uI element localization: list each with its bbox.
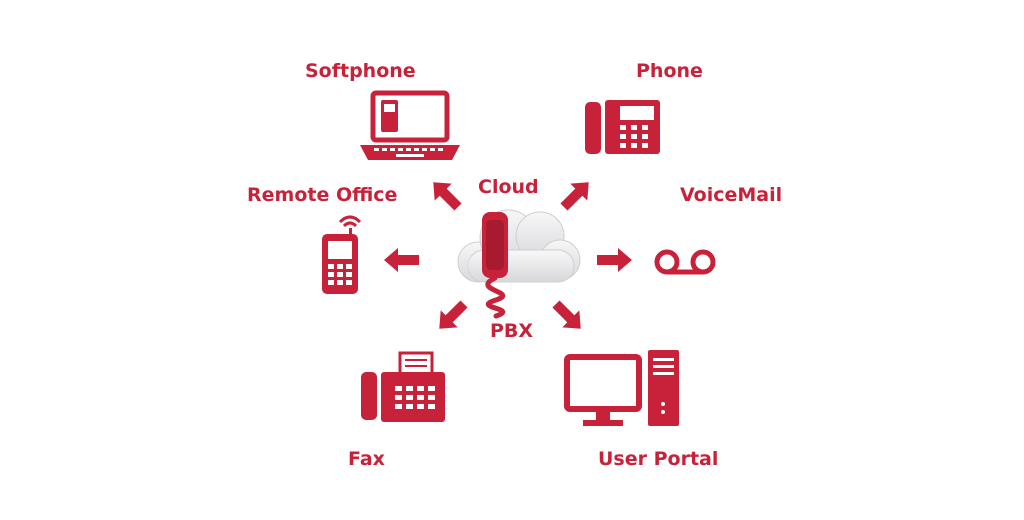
pbx-label: PBX: [490, 320, 534, 342]
voicemail-icon: [654, 249, 716, 275]
phone-label: Phone: [636, 60, 703, 82]
fax-machine-icon: [361, 351, 445, 422]
arrow-to-fax: [439, 300, 468, 329]
remote-office-label: Remote Office: [247, 184, 398, 206]
arrow-to-user-portal: [552, 300, 581, 329]
user-portal-label: User Portal: [598, 448, 719, 470]
fax-label: Fax: [348, 448, 385, 470]
desk-phone-icon: [585, 100, 660, 154]
arrow-to-voicemail: [597, 248, 632, 272]
voicemail-label: VoiceMail: [680, 184, 783, 206]
desktop-computer-icon: [564, 350, 679, 426]
arrows: [384, 182, 632, 329]
arrow-to-remote-office: [384, 248, 419, 272]
arrow-to-phone: [560, 182, 589, 211]
softphone-label: Softphone: [305, 60, 416, 82]
cloud-pbx-handset-icon: [457, 209, 581, 319]
cloud-label: Cloud: [478, 176, 539, 198]
laptop-icon: [360, 90, 460, 160]
mobile-phone-icon: [322, 215, 362, 294]
arrow-to-softphone: [433, 182, 462, 211]
